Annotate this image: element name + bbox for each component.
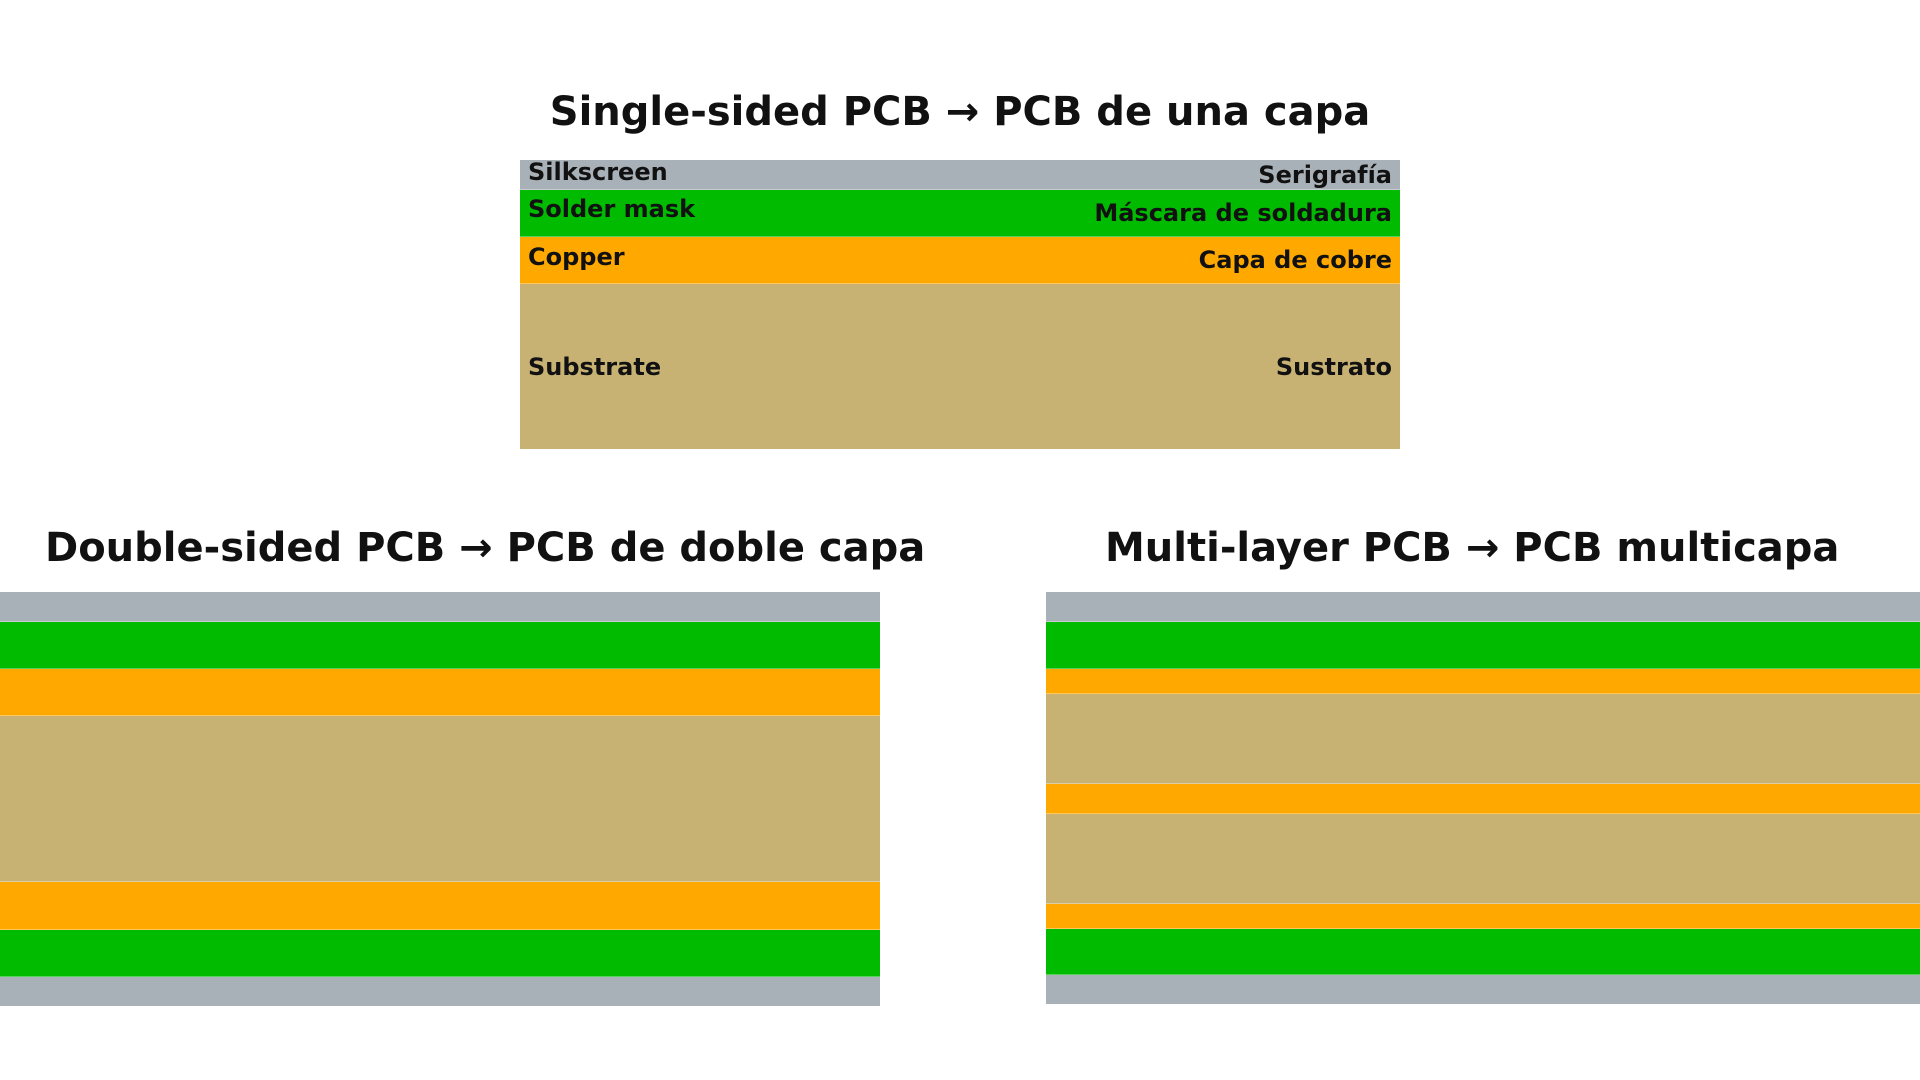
solder-mask-layer (0, 930, 880, 977)
silkscreen-label-en: Silkscreen (528, 158, 668, 186)
solder-mask-label-es: Máscara de soldadura (1094, 199, 1392, 227)
solder-mask-label-en: Solder mask (528, 195, 696, 223)
silkscreen-layer (1046, 975, 1920, 1004)
copper-label-es: Capa de cobre (1198, 246, 1392, 274)
copper-layer (0, 882, 880, 930)
silkscreen-layer (0, 977, 880, 1006)
copper-label-en: Copper (528, 243, 625, 271)
copper-layer (1046, 784, 1920, 814)
double-sided-stack (0, 592, 880, 1006)
substrate-layer: Substrate Sustrato (520, 284, 1400, 449)
substrate-label-en: Substrate (528, 353, 662, 381)
multi-layer-stack (1046, 592, 1920, 1004)
silkscreen-label-es: Serigrafía (1258, 161, 1392, 189)
solder-mask-layer (1046, 622, 1920, 669)
solder-mask-layer (1046, 929, 1920, 975)
silkscreen-layer: Silkscreen Serigrafía (520, 158, 1400, 190)
multi-layer-title: Multi-layer PCB → PCB multicapa (1105, 525, 1840, 571)
copper-layer (0, 669, 880, 716)
substrate-layer (1046, 814, 1920, 904)
substrate-layer (0, 716, 880, 882)
copper-layer (1046, 904, 1920, 929)
single-sided-title: Single-sided PCB → PCB de una capa (549, 89, 1371, 135)
silkscreen-layer (1046, 592, 1920, 622)
solder-mask-layer: Solder mask Máscara de soldadura (520, 190, 1400, 237)
substrate-layer (1046, 694, 1920, 784)
single-sided-stack: Silkscreen Serigrafía Solder mask Máscar… (520, 158, 1400, 449)
substrate-label-es: Sustrato (1275, 353, 1392, 381)
double-sided-title: Double-sided PCB → PCB de doble capa (45, 525, 926, 571)
copper-layer (1046, 669, 1920, 694)
solder-mask-layer (0, 622, 880, 669)
copper-layer: Copper Capa de cobre (520, 237, 1400, 284)
silkscreen-layer (0, 592, 880, 622)
